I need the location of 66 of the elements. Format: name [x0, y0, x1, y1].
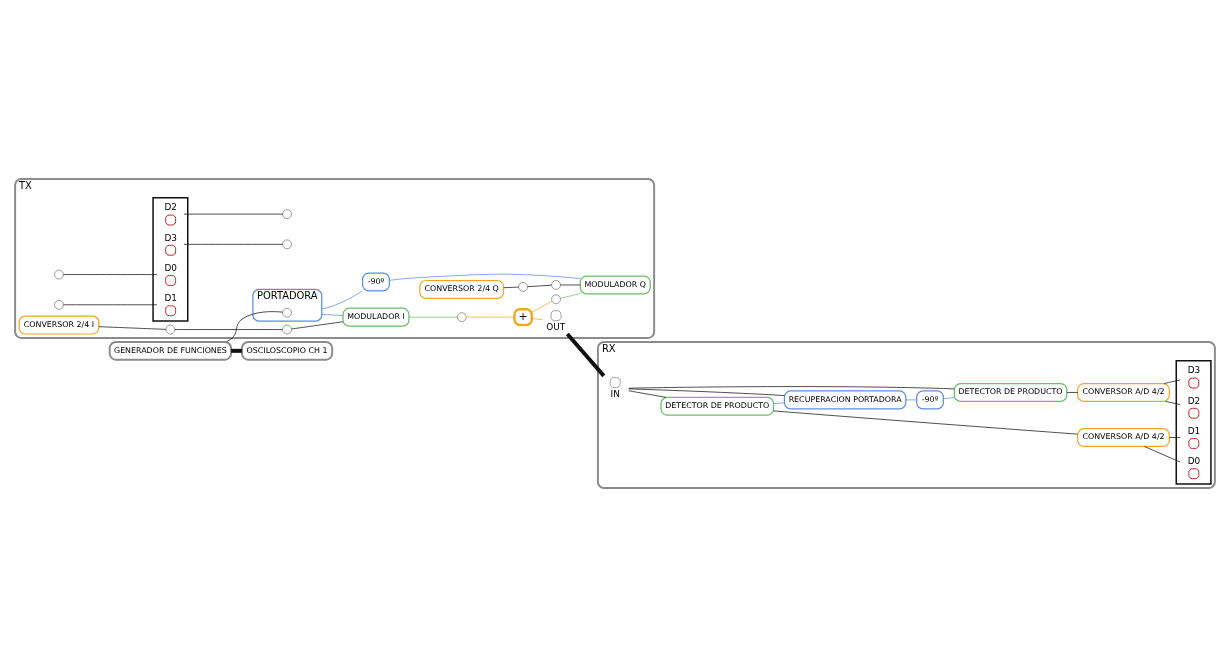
node-circle	[1188, 377, 1200, 388]
node-label: D3	[164, 232, 177, 243]
node-circle	[282, 307, 292, 318]
connector	[291, 320, 344, 329]
connector	[183, 213, 283, 214]
connector	[183, 243, 283, 245]
cluster: PORTADORA	[252, 288, 323, 322]
connector	[531, 300, 553, 313]
connector	[98, 325, 167, 330]
cluster	[1175, 359, 1212, 485]
node-circle	[1188, 407, 1200, 419]
node-circle	[165, 324, 176, 334]
connector	[321, 290, 363, 309]
node-circle	[1188, 437, 1200, 449]
node-circle	[282, 208, 292, 219]
node-circle	[518, 281, 529, 292]
node-circle	[551, 293, 561, 304]
connector	[531, 317, 543, 320]
node-circle	[165, 304, 177, 316]
connector	[174, 328, 283, 330]
connector	[628, 385, 955, 389]
connector	[560, 292, 581, 299]
connector	[389, 273, 581, 281]
connector	[226, 310, 283, 342]
node-label: D2	[164, 201, 177, 212]
connector	[63, 303, 158, 305]
connector	[503, 286, 519, 288]
connector	[1163, 379, 1181, 384]
connector	[565, 332, 606, 377]
node-circle	[282, 238, 292, 249]
connector	[905, 399, 917, 400]
node-circle	[1188, 467, 1200, 479]
connector	[1144, 445, 1181, 462]
connector	[773, 410, 1078, 434]
node-label: D2	[1187, 395, 1201, 406]
connector	[408, 316, 458, 317]
node-circle	[165, 214, 177, 225]
connector	[321, 313, 344, 316]
node-label: IN	[610, 388, 620, 399]
connector	[943, 396, 955, 399]
connector	[527, 284, 552, 287]
connector	[465, 316, 515, 317]
connector	[231, 348, 242, 353]
node-label: D0	[164, 262, 177, 273]
connector	[628, 389, 667, 398]
node-label: D3	[1187, 364, 1201, 375]
node-circle	[165, 274, 177, 286]
node-circle	[609, 376, 621, 388]
node-label: OUT	[546, 321, 566, 332]
connector	[773, 402, 785, 404]
node-circle	[550, 309, 562, 321]
node-label: D0	[1187, 455, 1201, 466]
node-circle	[165, 244, 177, 256]
node-label: D1	[164, 292, 177, 303]
node-label: D1	[1187, 425, 1201, 436]
cluster	[152, 196, 189, 322]
connector	[1165, 400, 1181, 405]
node-circle	[551, 279, 561, 290]
connector	[1169, 436, 1181, 438]
node-circle	[456, 311, 467, 322]
connector	[628, 388, 785, 396]
node-circle	[54, 269, 64, 279]
connector	[1066, 391, 1078, 393]
node-circle	[54, 299, 64, 310]
node-circle	[282, 324, 292, 334]
connector	[63, 273, 158, 275]
